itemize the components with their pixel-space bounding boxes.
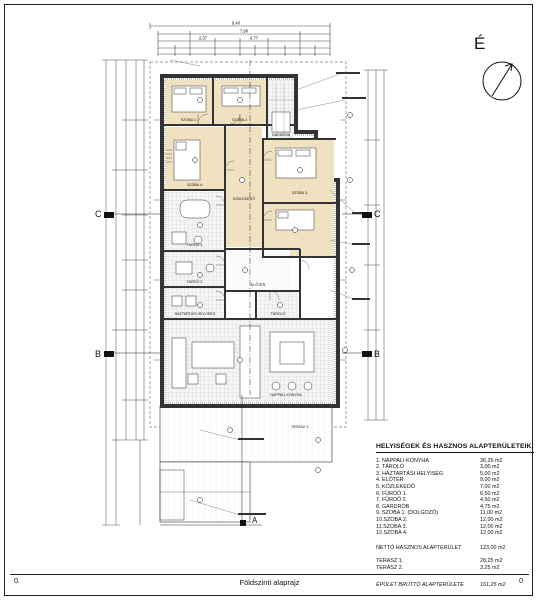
list-item: 5. KÖZLEKEDŐ 7,00 m2 bbox=[376, 484, 534, 491]
label-kozlekedo: KÖZLEKEDŐ bbox=[233, 196, 255, 201]
list-item: 11.SZOBA 3. 12,00 m2 bbox=[376, 524, 534, 531]
room-labels: SZOBA 1. SZOBA 2. SZOBA 3. SZOBA 4. NAPP… bbox=[175, 118, 309, 429]
legend-room-list: 1. NAPPALI-KONYHA 36,25 m2 2. TÁROLÓ 3,00 … bbox=[376, 458, 534, 537]
label-gardrob: GARDRÓB bbox=[272, 132, 291, 137]
north-label: É bbox=[474, 34, 486, 53]
terrace-area: 28,25 m2 bbox=[480, 558, 503, 565]
room-name: 8. GARDRÓB bbox=[376, 503, 410, 510]
terrace-1 bbox=[159, 405, 333, 463]
label-szoba-4: SZOBA 4. bbox=[187, 183, 203, 187]
list-item: 1. NAPPALI-KONYHA 36,25 m2 bbox=[376, 458, 534, 465]
top-dimension-lines bbox=[149, 23, 331, 56]
section-c-right: C bbox=[374, 209, 381, 219]
roof-outline bbox=[149, 61, 347, 428]
room-area: 11,00 m2 bbox=[480, 510, 503, 517]
list-item: 9. SZOBA 1. (DOLGOZÓ) 11,00 m2 bbox=[376, 510, 534, 517]
label-szoba-3: SZOBA 3. bbox=[292, 191, 308, 195]
interior-walls bbox=[164, 78, 336, 320]
room-name: 5. KÖZLEKEDŐ bbox=[376, 483, 415, 490]
section-a: A bbox=[252, 516, 258, 525]
room-area: 12,00 m2 bbox=[480, 516, 503, 523]
net-area-label: NETTÓ HASZNOS ALAPTERÜLET bbox=[376, 544, 462, 551]
gross-area-value: 161,25 m2 bbox=[480, 581, 506, 588]
dim-third: 4,77 bbox=[250, 36, 259, 41]
list-item: 2. TÁROLÓ 3,00 m2 bbox=[376, 464, 534, 471]
furniture bbox=[171, 85, 317, 399]
room-area: 7,00 m2 bbox=[480, 483, 500, 490]
label-szoba-2: SZOBA 2. bbox=[232, 118, 248, 122]
label-furdo-1: FÜRDŐ 1. bbox=[187, 242, 204, 247]
room-name: 1. NAPPALI-KONYHA bbox=[376, 457, 429, 464]
list-item: TERASZ 2. 3,25 m2 bbox=[376, 565, 534, 572]
room-name: 6. FÜRDŐ 1. bbox=[376, 490, 408, 497]
gross-area-label: ÉPÜLET BRUTTÓ ALAPTERÜLETE bbox=[376, 581, 464, 588]
list-item: 7. FÜRDŐ 2. 4,50 m2 bbox=[376, 497, 534, 504]
list-item: 8. GARDRÓB 4,75 m2 bbox=[376, 504, 534, 511]
terrace-name: TERASZ 1. bbox=[376, 558, 404, 565]
room-area: 4,50 m2 bbox=[480, 497, 500, 504]
room-area: 12,00 m2 bbox=[480, 530, 503, 537]
label-terasz-1: TERASZ 1. bbox=[291, 425, 309, 429]
door-swings bbox=[197, 113, 310, 301]
sheet-frame bbox=[4, 4, 533, 596]
room-area: 12,00 m2 bbox=[480, 523, 503, 530]
room-name: 2. TÁROLÓ bbox=[376, 464, 405, 471]
dim-fourth: 2,37 bbox=[199, 36, 208, 41]
label-nappali: NAPPALI-KONYHA bbox=[270, 393, 302, 397]
north-arrow-icon bbox=[482, 61, 522, 101]
label-furdo-2: FÜRDŐ 2. bbox=[187, 279, 204, 284]
room-name: 11.SZOBA 3. bbox=[376, 523, 408, 530]
section-b-left: B bbox=[95, 349, 101, 359]
room-kozlekedo-floor bbox=[226, 127, 262, 247]
list-item: 4. ELŐTÉR 9,00 m2 bbox=[376, 477, 534, 484]
section-c-left: C bbox=[95, 209, 102, 219]
room-name: 7. FÜRDŐ 2. bbox=[376, 497, 408, 504]
dim-second: 7,90 bbox=[240, 29, 249, 34]
room-area: 6,50 m2 bbox=[480, 490, 500, 497]
room-area: 5,00 m2 bbox=[480, 470, 500, 477]
area-legend: HELYISÉGEK ÉS HASZNOS ALAPTERÜLETEIK: 1.… bbox=[376, 443, 534, 589]
room-name: 10.SZOBA 2. bbox=[376, 516, 408, 523]
scale-end: 0 bbox=[519, 578, 523, 585]
section-b-right: B bbox=[374, 349, 380, 359]
label-tarolo: TÁROLÓ bbox=[271, 311, 286, 316]
gross-area-row: ÉPÜLET BRUTTÓ ALAPTERÜLETE 161,25 m2 bbox=[376, 582, 534, 589]
drawing-title: Földszinti alaprajz bbox=[239, 578, 300, 587]
net-area-row: NETTÓ HASZNOS ALAPTERÜLET 123,00 m2 bbox=[376, 545, 534, 552]
title-bar: 0. Földszinti alaprajz 0 bbox=[10, 574, 529, 593]
level-markers bbox=[192, 97, 355, 503]
room-area: 3,00 m2 bbox=[480, 464, 500, 471]
room-name: 9. SZOBA 1. (DOLGOZÓ) bbox=[376, 510, 439, 517]
top-dimension-values: 9,40 7,90 4,77 2,37 bbox=[199, 21, 259, 41]
scale-start: 0. bbox=[14, 578, 20, 585]
room-name: 3. HÁZTARTÁSI HELYISÉG bbox=[376, 470, 444, 477]
net-area-value: 123,00 m2 bbox=[480, 544, 506, 551]
room-name: 12.SZOBA 4. bbox=[376, 530, 408, 537]
label-szoba-1: SZOBA 1. bbox=[181, 118, 197, 122]
list-item: 12.SZOBA 4. 12,00 m2 bbox=[376, 530, 534, 537]
list-item: 6. FÜRDŐ 1. 6,50 m2 bbox=[376, 491, 534, 498]
list-item: TERASZ 1. 28,25 m2 bbox=[376, 558, 534, 565]
terrace-area: 3,25 m2 bbox=[480, 564, 500, 571]
label-haztartasi: HÁZTARTÁSI HELYISÉG bbox=[175, 311, 216, 316]
left-dimension-lines bbox=[102, 59, 148, 526]
dim-overall: 9,40 bbox=[232, 21, 241, 26]
label-eloter: ELŐTÉR bbox=[251, 282, 266, 287]
room-area: 4,75 m2 bbox=[480, 503, 500, 510]
room-name: 4. ELŐTÉR bbox=[376, 477, 404, 484]
room-area: 9,00 m2 bbox=[480, 477, 500, 484]
legend-title: HELYISÉGEK ÉS HASZNOS ALAPTERÜLETEIK: bbox=[376, 443, 534, 453]
room-furdo-2-floor bbox=[166, 252, 224, 286]
terrace-name: TERASZ 2. bbox=[376, 564, 404, 571]
list-item: 10.SZOBA 2. 12,00 m2 bbox=[376, 517, 534, 524]
room-area: 36,25 m2 bbox=[480, 457, 503, 464]
list-item: 3. HÁZTARTÁSI HELYISÉG 5,00 m2 bbox=[376, 471, 534, 478]
